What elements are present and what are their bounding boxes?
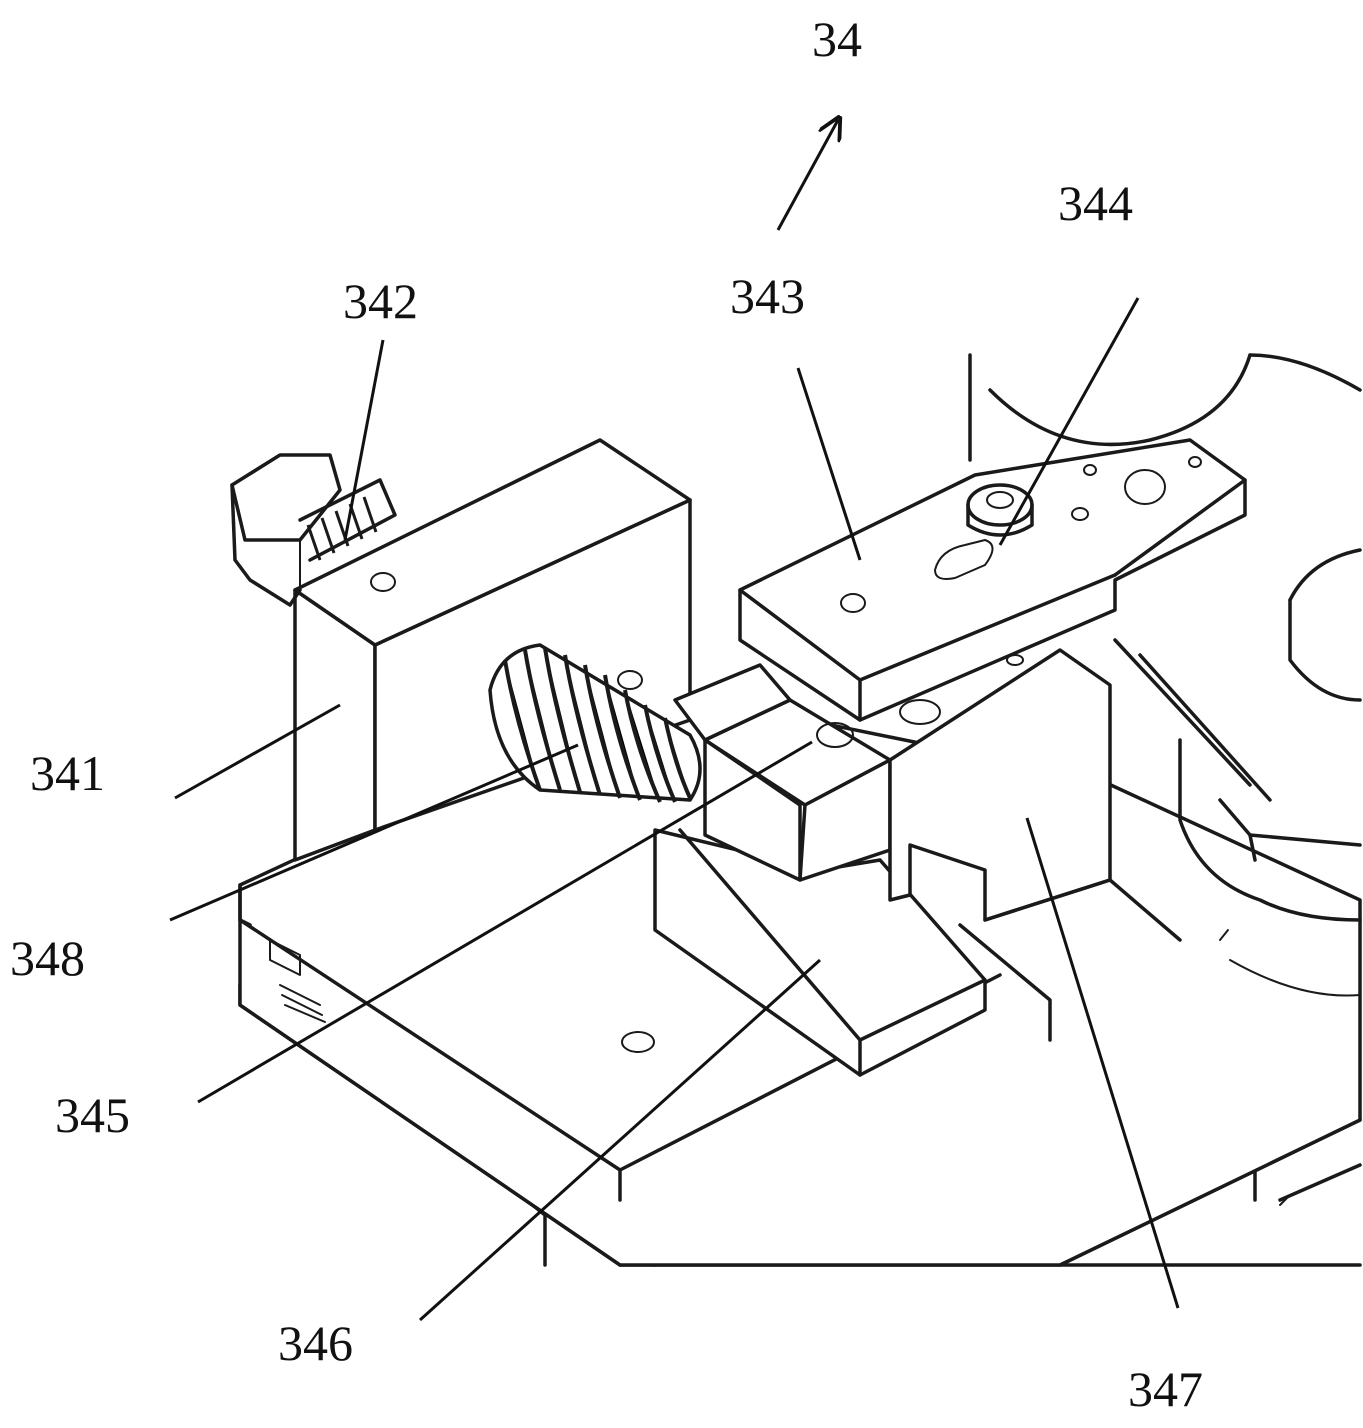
mechanism-line-art (232, 355, 1360, 1265)
label-345: 345 (55, 1087, 130, 1143)
assembly-arrow (778, 120, 838, 230)
label-341: 341 (30, 745, 105, 801)
leader-342 (345, 340, 383, 540)
label-34: 34 (812, 11, 862, 67)
label-346: 346 (278, 1315, 353, 1371)
label-342: 342 (343, 273, 418, 329)
top-arm (740, 440, 1245, 720)
label-347: 347 (1128, 1361, 1203, 1417)
label-344: 344 (1058, 175, 1133, 231)
leader-343 (798, 368, 860, 560)
label-348: 348 (10, 930, 85, 986)
label-343: 343 (730, 268, 805, 324)
